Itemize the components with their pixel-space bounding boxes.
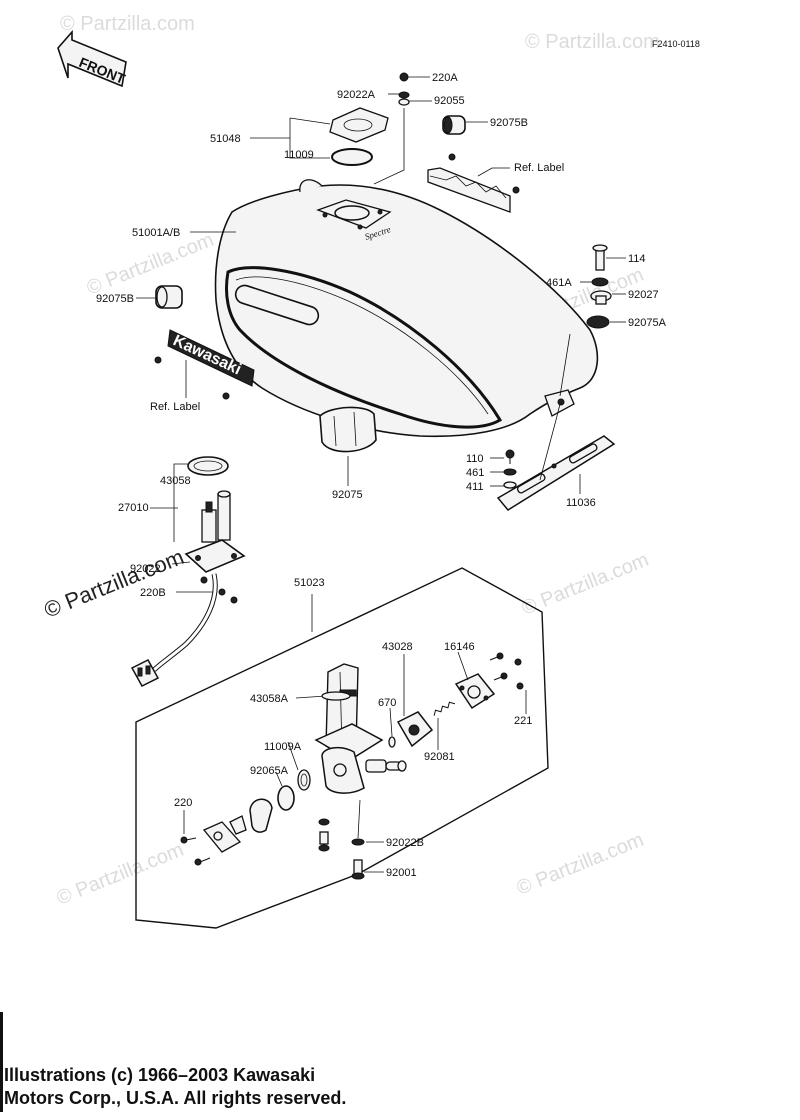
watermark: © Partzilla.com xyxy=(519,549,652,620)
callout-43028: 43028 xyxy=(382,641,413,653)
callout-11036: 11036 xyxy=(566,497,596,509)
callout-92055: 92055 xyxy=(434,95,465,107)
fuel-gauge-sender: 43058 27010 92022 220B xyxy=(118,456,246,687)
callout-110: 110 xyxy=(466,453,484,465)
cap-group: 220A 92022A 92055 51048 11009 xyxy=(210,72,465,185)
callout-11009A: 11009A xyxy=(264,741,302,753)
callout-221: 221 xyxy=(514,715,532,727)
callout-51048: 51048 xyxy=(210,133,241,145)
ref-label-top: Ref. Label xyxy=(427,153,564,213)
copyright-footer: Illustrations (c) 1966–2003 Kawasaki Mot… xyxy=(4,1064,794,1110)
callout-27010: 27010 xyxy=(118,502,149,514)
front-arrow-icon: FRONT xyxy=(57,29,128,88)
callout-92075B-left: 92075B xyxy=(96,293,134,305)
watermark: © Partzilla.com xyxy=(60,13,195,35)
callout-220A: 220A xyxy=(432,72,458,84)
watermark: © Partzilla.com xyxy=(525,31,660,53)
callout-461: 461 xyxy=(466,467,484,479)
watermark: © Partzilla.com xyxy=(514,829,647,900)
callout-92001: 92001 xyxy=(386,867,417,879)
ref-label-top-text: Ref. Label xyxy=(514,162,564,174)
watermark-main: © Partzilla.com xyxy=(41,544,188,623)
damper-92075B-left: 92075B xyxy=(96,285,183,309)
scan-edge-bar xyxy=(0,1012,3,1112)
callout-11009: 11009 xyxy=(284,149,314,161)
callout-92081: 92081 xyxy=(424,751,455,763)
callout-411: 411 xyxy=(466,481,484,493)
callout-92065A: 92065A xyxy=(250,765,289,777)
bracket-11036: 110 461 411 11036 xyxy=(466,403,616,511)
callout-461A: 461A xyxy=(546,277,572,289)
callout-92075B-top: 92075B xyxy=(490,117,528,129)
callout-92022: 92022 xyxy=(130,563,161,575)
callout-51001AB: 51001A/B xyxy=(132,227,180,239)
callout-16146: 16146 xyxy=(444,641,475,653)
copyright-line-1: Illustrations (c) 1966–2003 Kawasaki xyxy=(4,1065,316,1085)
diagram-code: F2410-0118 xyxy=(652,39,700,49)
callout-92075A: 92075A xyxy=(628,317,667,329)
watermark: © Partzilla.com xyxy=(54,839,187,910)
callout-92022A: 92022A xyxy=(337,89,376,101)
callout-670: 670 xyxy=(378,697,396,709)
callout-220B: 220B xyxy=(140,587,166,599)
ref-label-left-text: Ref. Label xyxy=(150,401,200,413)
callout-220: 220 xyxy=(174,797,192,809)
rear-mount-hardware: 114 461A 92027 92075A xyxy=(546,244,667,397)
copyright-line-2: Motors Corp., U.S.A. All rights reserved… xyxy=(4,1088,347,1108)
damper-92075: 92075 xyxy=(319,406,377,501)
damper-92075B-top: 92075B xyxy=(442,115,528,135)
callout-114: 114 xyxy=(628,253,646,265)
callout-43058A: 43058A xyxy=(250,693,289,705)
callout-92075: 92075 xyxy=(332,489,363,501)
callout-43058: 43058 xyxy=(160,475,191,487)
fuel-tank: Spectre 51001A/B xyxy=(132,179,599,438)
callout-51023: 51023 xyxy=(294,577,325,589)
watermark: © Partzilla.com xyxy=(84,229,217,300)
callout-92027: 92027 xyxy=(628,289,659,301)
fuel-cock-assembly: 51023 43058A 43028 670 92081 16 xyxy=(135,567,549,929)
callout-92022B: 92022B xyxy=(386,837,424,849)
